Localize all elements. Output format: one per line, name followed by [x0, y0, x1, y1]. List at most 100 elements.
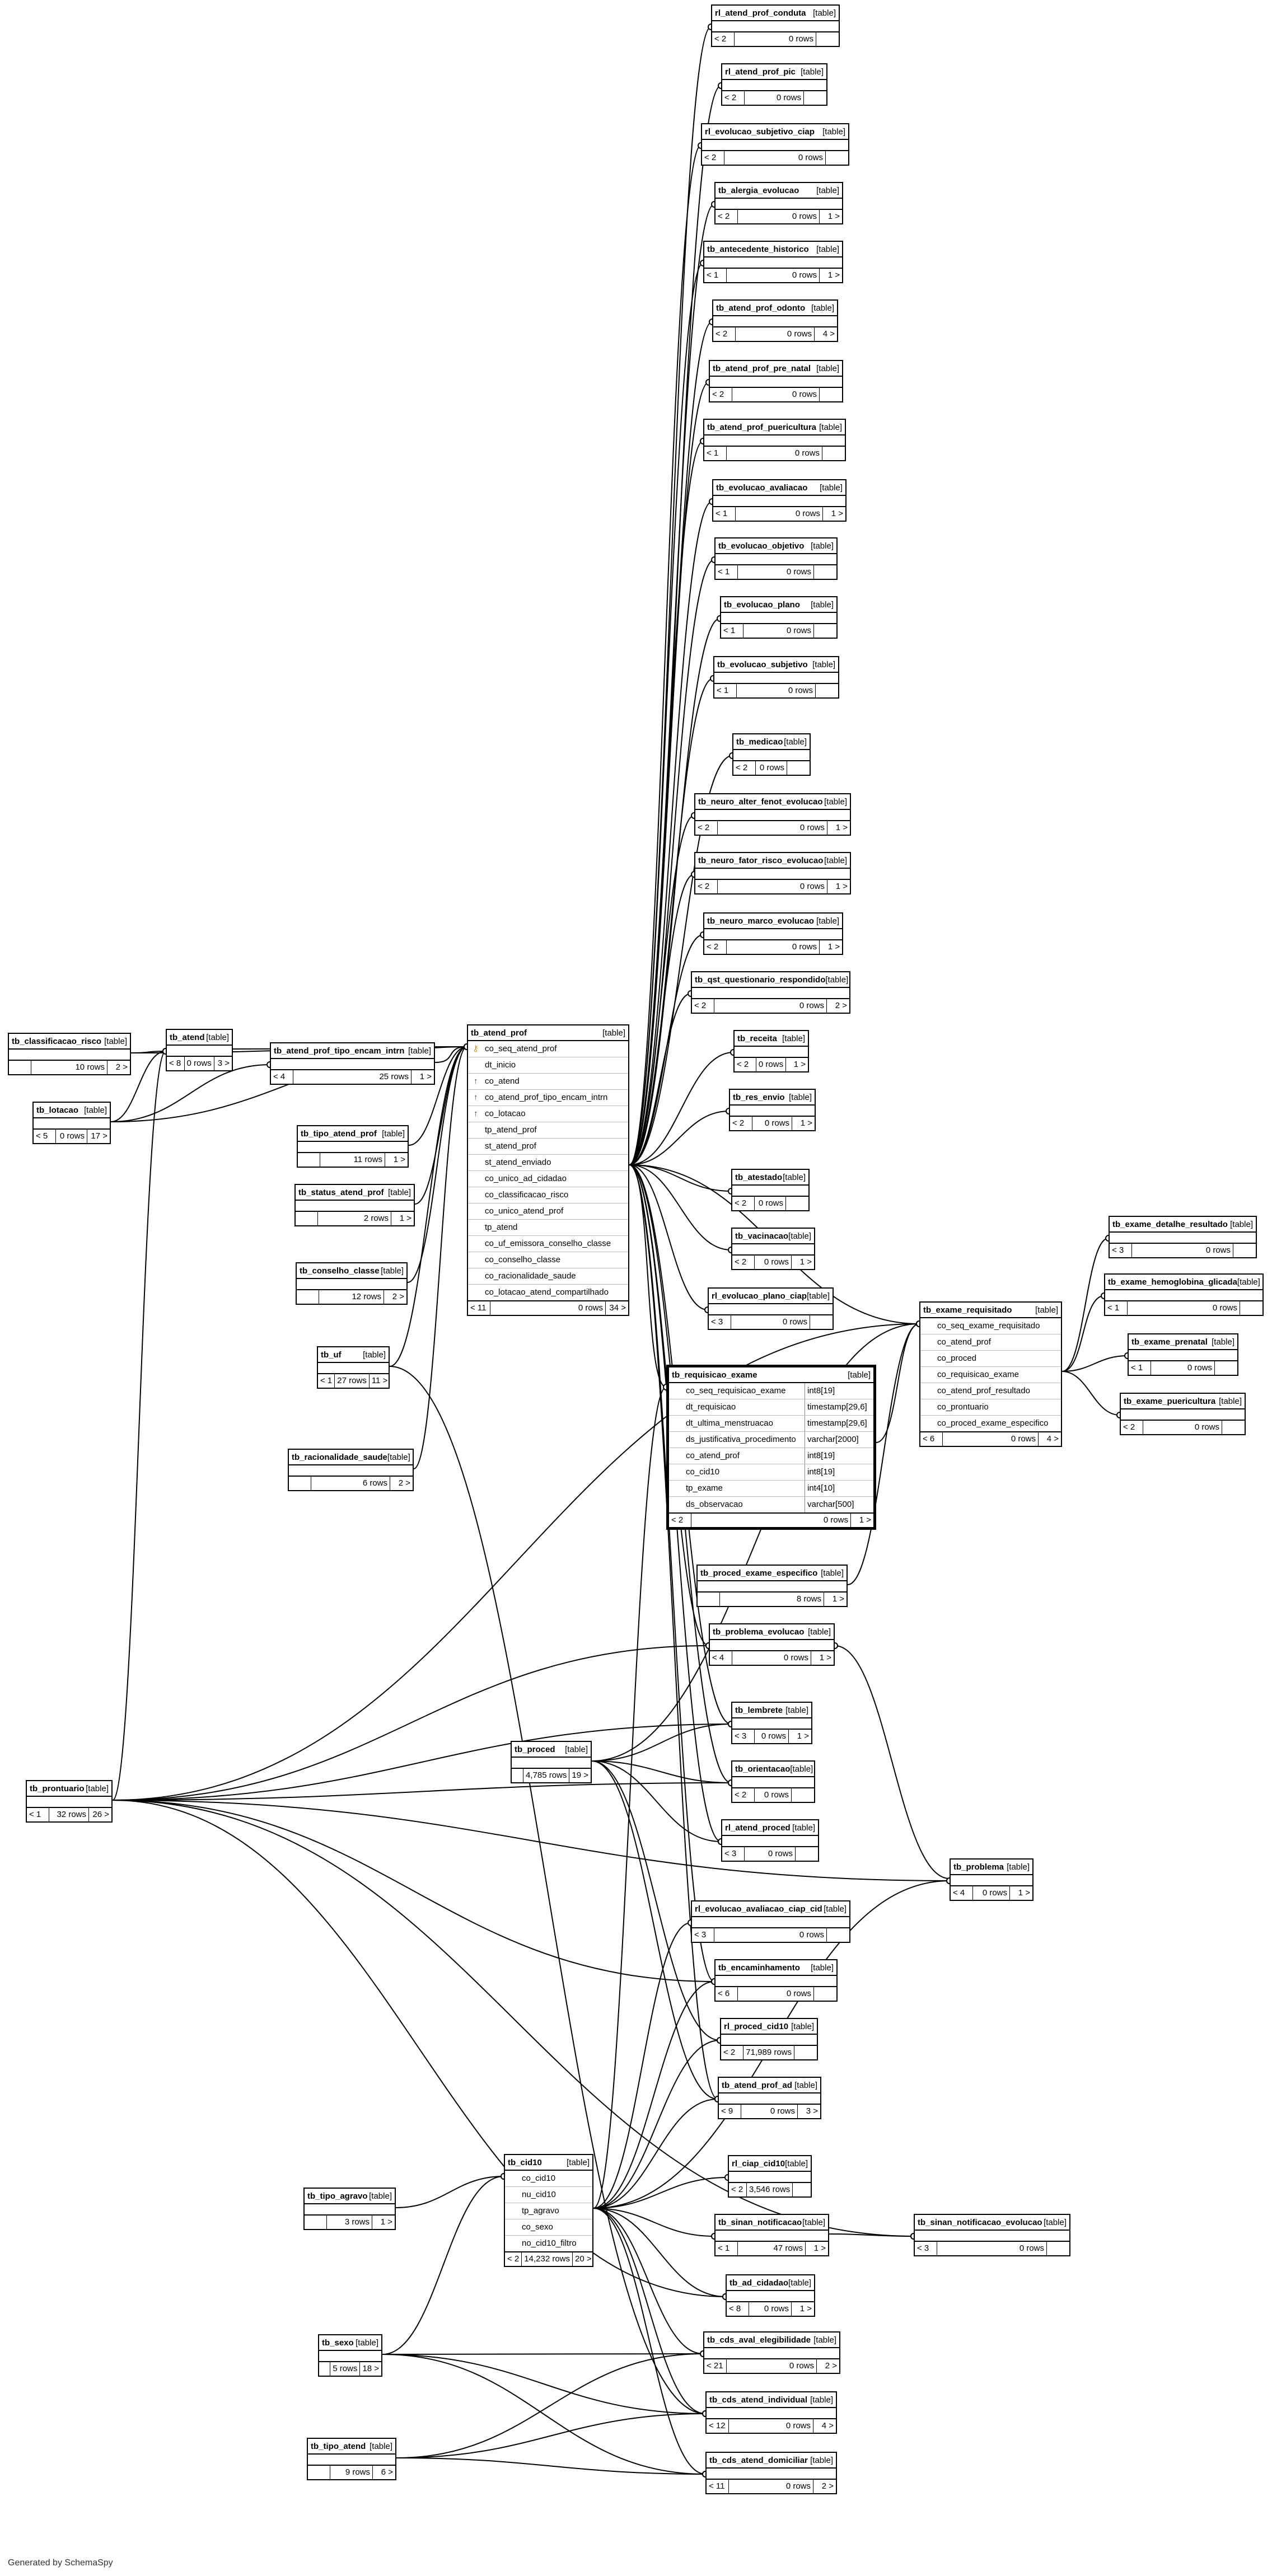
- row-count[interactable]: 0 rows: [724, 151, 826, 165]
- child-count[interactable]: 1 >: [832, 1594, 844, 1604]
- column-row[interactable]: co_unico_ad_cidadao: [468, 1171, 628, 1187]
- row-count[interactable]: 32 rows: [49, 1808, 89, 1821]
- row-count[interactable]: 0 rows: [755, 1197, 786, 1210]
- table-name[interactable]: rl_evolucao_plano_ciap: [712, 1291, 807, 1301]
- parent-count[interactable]: < 2: [1121, 1421, 1143, 1434]
- table-name[interactable]: tb_atend_prof_pre_natal: [713, 363, 811, 373]
- table-name[interactable]: rl_atend_proced: [725, 1823, 791, 1833]
- column-row[interactable]: ⚷co_seq_atend_prof: [468, 1041, 628, 1057]
- table-name[interactable]: tb_racionalidade_saude: [292, 1452, 387, 1462]
- table-name[interactable]: rl_ciap_cid10: [732, 2158, 785, 2168]
- row-count[interactable]: 0 rows: [1128, 1301, 1240, 1315]
- child-count[interactable]: [787, 761, 810, 775]
- child-count[interactable]: 2 >: [821, 2481, 834, 2491]
- row-count[interactable]: 8 rows: [720, 1593, 824, 1606]
- parent-count[interactable]: [319, 2362, 331, 2376]
- parent-count[interactable]: < 2: [732, 1197, 755, 1210]
- parent-count[interactable]: < 8: [727, 2302, 749, 2316]
- table-tb-requisicao-exame[interactable]: tb_requisicao_exame[table]co_seq_requisi…: [666, 1365, 876, 1530]
- child-count[interactable]: [814, 565, 836, 579]
- column-row[interactable]: ↑co_atend: [468, 1074, 628, 1090]
- child-count[interactable]: 1 >: [835, 823, 848, 832]
- row-count[interactable]: 0 rows: [727, 269, 820, 282]
- parent-count[interactable]: < 2: [732, 1788, 755, 1802]
- child-count[interactable]: 11 >: [371, 1376, 388, 1385]
- table-name[interactable]: tb_exame_prenatal: [1131, 1337, 1208, 1347]
- table-name[interactable]: tb_receita: [737, 1033, 777, 1043]
- row-count[interactable]: 0 rows: [56, 1130, 87, 1143]
- child-count[interactable]: [826, 151, 848, 165]
- table-name[interactable]: tb_lembrete: [735, 1705, 783, 1715]
- parent-count[interactable]: [308, 2466, 330, 2479]
- parent-count[interactable]: [289, 1477, 311, 1490]
- row-count[interactable]: 0 rows: [714, 999, 827, 1013]
- parent-count[interactable]: < 2: [704, 940, 727, 954]
- row-count[interactable]: 0 rows: [749, 2302, 792, 2316]
- table-name[interactable]: rl_atend_prof_pic: [725, 67, 796, 77]
- parent-count[interactable]: < 6: [716, 1987, 738, 2001]
- row-count[interactable]: 0 rows: [727, 2359, 817, 2373]
- child-count[interactable]: 1 >: [1018, 1888, 1030, 1898]
- child-count[interactable]: 2 >: [825, 2361, 837, 2371]
- parent-count[interactable]: < 1: [716, 565, 738, 579]
- table-name[interactable]: tb_exame_hemoglobina_glicada: [1108, 1277, 1237, 1287]
- child-count[interactable]: 1 >: [793, 1060, 806, 1069]
- row-count[interactable]: 0 rows: [973, 1886, 1010, 1900]
- parent-count[interactable]: < 4: [951, 1886, 973, 1900]
- parent-count[interactable]: < 2: [732, 1256, 755, 1269]
- table-name[interactable]: rl_evolucao_subjetivo_ciap: [705, 127, 815, 137]
- table-name[interactable]: tb_exame_detalhe_resultado: [1112, 1219, 1228, 1229]
- column-row[interactable]: co_prontuario: [920, 1399, 1061, 1416]
- child-count[interactable]: 3 >: [806, 2106, 818, 2116]
- column-row[interactable]: no_cid10_filtro: [505, 2236, 592, 2251]
- child-count[interactable]: [816, 684, 838, 697]
- parent-count[interactable]: < 3: [692, 1928, 714, 1942]
- row-count[interactable]: 27 rows: [335, 1374, 370, 1388]
- table-name[interactable]: tb_atend_prof_ad: [722, 2080, 792, 2090]
- parent-count[interactable]: < 2: [695, 880, 718, 893]
- row-count[interactable]: 0 rows: [1132, 1244, 1233, 1257]
- child-count[interactable]: 1 >: [827, 270, 840, 280]
- table-name[interactable]: tb_qst_questionario_respondido: [695, 975, 826, 985]
- child-count[interactable]: 20 >: [575, 2254, 592, 2264]
- child-count[interactable]: 34 >: [609, 1303, 626, 1313]
- table-name[interactable]: tb_sinan_notificacao_evolucao: [918, 2217, 1042, 2227]
- column-row[interactable]: co_cid10: [505, 2171, 592, 2187]
- table-name[interactable]: tb_exame_puericultura: [1124, 1396, 1216, 1406]
- row-count[interactable]: 4,785 rows: [523, 1769, 570, 1782]
- parent-count[interactable]: < 11: [468, 1301, 490, 1315]
- row-count[interactable]: 0 rows: [738, 565, 814, 579]
- parent-count[interactable]: < 12: [707, 2419, 729, 2433]
- table-name[interactable]: tb_cds_atend_domiciliar: [709, 2455, 808, 2465]
- table-name[interactable]: tb_encaminhamento: [718, 1963, 800, 1973]
- child-count[interactable]: [822, 447, 845, 460]
- row-count[interactable]: 0 rows: [1151, 1361, 1215, 1375]
- row-count[interactable]: 2 rows: [318, 1212, 391, 1225]
